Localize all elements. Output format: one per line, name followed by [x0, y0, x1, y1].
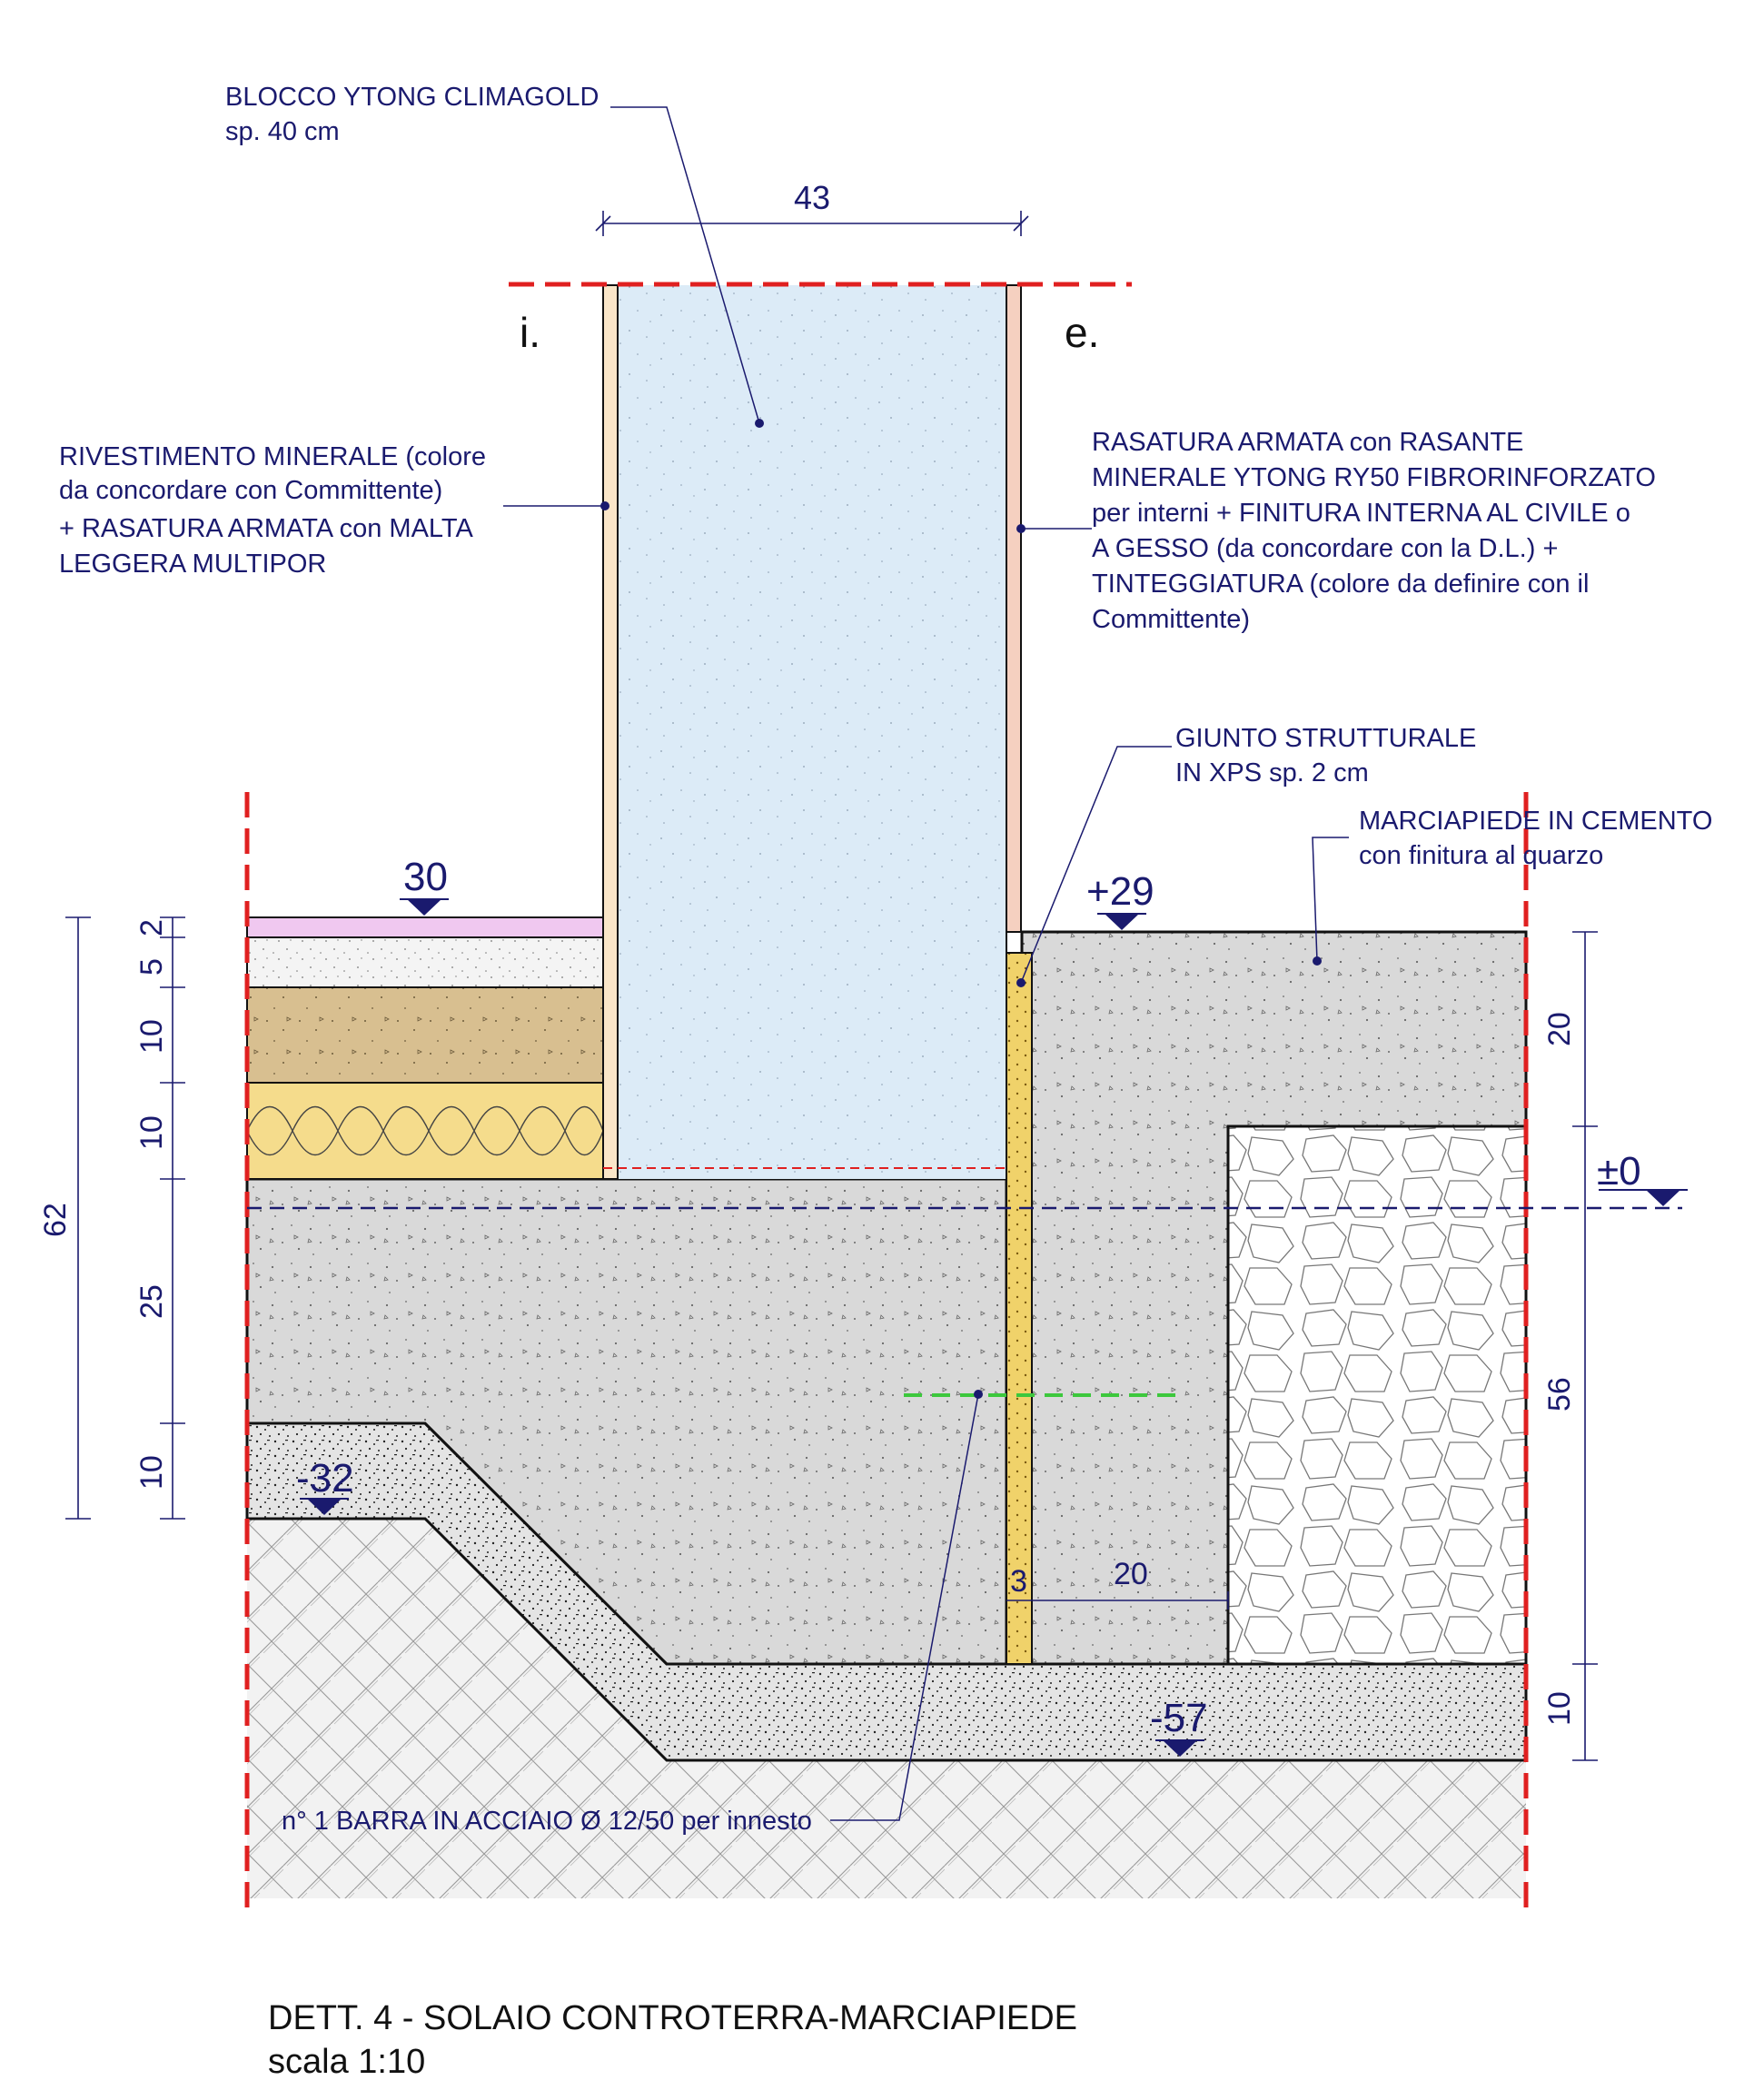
label-left-3: + RASATURA ARMATA con MALTA [59, 514, 473, 543]
leader-dots [600, 419, 1322, 1399]
dim-joint-offset: 20 [1114, 1557, 1148, 1591]
dim-joint: 3 [1010, 1564, 1027, 1599]
dim-left-10c: 10 [134, 1455, 169, 1490]
label-marciapiede-2: con finitura al quarzo [1359, 841, 1603, 870]
label-right-1: RASATURA ARMATA con RASANTE [1092, 428, 1523, 457]
dim-left-10a: 10 [134, 1019, 169, 1054]
level-floor-value: 30 [403, 855, 448, 899]
label-left-4: LEGGERA MULTIPOR [59, 550, 326, 579]
level-zero-value: ±0 [1597, 1149, 1641, 1194]
dimension-lines [65, 211, 1598, 1761]
level-marker-bottom-right [1155, 1739, 1204, 1757]
insulation-layer [246, 1082, 604, 1180]
label-left-2: da concordare con Committente) [59, 476, 442, 505]
label-ytong-block-1: BLOCCO YTONG CLIMAGOLD [225, 83, 599, 112]
dim-left-2: 2 [134, 919, 169, 936]
level-sidewalk-value: +29 [1086, 869, 1154, 914]
floor-finish-layer [246, 916, 604, 938]
drawing-scale: scala 1:10 [268, 2043, 425, 2081]
label-right-2: MINERALE YTONG RY50 FIBRORINFORZATO [1092, 463, 1656, 492]
label-right-6: Committente) [1092, 605, 1250, 634]
dim-right-20: 20 [1542, 1012, 1577, 1046]
label-giunto-1: GIUNTO STRUTTURALE [1175, 724, 1476, 753]
dim-left-25: 25 [134, 1284, 169, 1319]
dim-wall-width: 43 [794, 179, 830, 216]
level-bottom-right-value: -57 [1150, 1696, 1208, 1740]
stone-fill [1226, 1124, 1528, 1666]
label-interior: i. [520, 309, 540, 356]
xps-joint [1006, 952, 1033, 1665]
level-bottom-left-value: -32 [296, 1456, 354, 1501]
external-plaster [1006, 284, 1022, 933]
dim-right-10: 10 [1542, 1691, 1577, 1726]
soil-fill [247, 1519, 1526, 1898]
label-giunto-2: IN XPS sp. 2 cm [1175, 758, 1369, 788]
level-marker-floor [400, 898, 449, 916]
level-marker-zero [1599, 1189, 1688, 1206]
label-right-4: A GESSO (da concordare con la D.L.) + [1092, 534, 1558, 563]
label-exterior: e. [1065, 309, 1099, 356]
label-ytong-block-2: sp. 40 cm [225, 117, 340, 146]
dim-right-56: 56 [1542, 1377, 1577, 1412]
internal-plaster [602, 284, 619, 1180]
label-rebar: n° 1 BARRA IN ACCIAIO Ø 12/50 per innest… [282, 1807, 812, 1836]
level-marker-bottom-left [300, 1498, 349, 1515]
ytong-block-wall [618, 285, 1006, 1179]
label-right-3: per interni + FINITURA INTERNA AL CIVILE… [1092, 499, 1630, 528]
leader-lines [503, 106, 1349, 1821]
dim-left-10b: 10 [134, 1115, 169, 1150]
insulation-pattern [246, 1105, 604, 1156]
drawing-title: DETT. 4 - SOLAIO CONTROTERRA-MARCIAPIEDE [268, 1999, 1077, 2037]
label-right-5: TINTEGGIATURA (colore da definire con il [1092, 570, 1589, 599]
level-marker-sidewalk [1097, 913, 1146, 930]
label-marciapiede-1: MARCIAPIEDE IN CEMENTO [1359, 807, 1712, 836]
dim-left-total: 62 [38, 1203, 73, 1237]
label-left-1: RIVESTIMENTO MINERALE (colore [59, 442, 486, 471]
floor-screed-layer [246, 986, 604, 1084]
floor-screed-light [246, 936, 604, 988]
dim-left-5: 5 [134, 958, 169, 976]
